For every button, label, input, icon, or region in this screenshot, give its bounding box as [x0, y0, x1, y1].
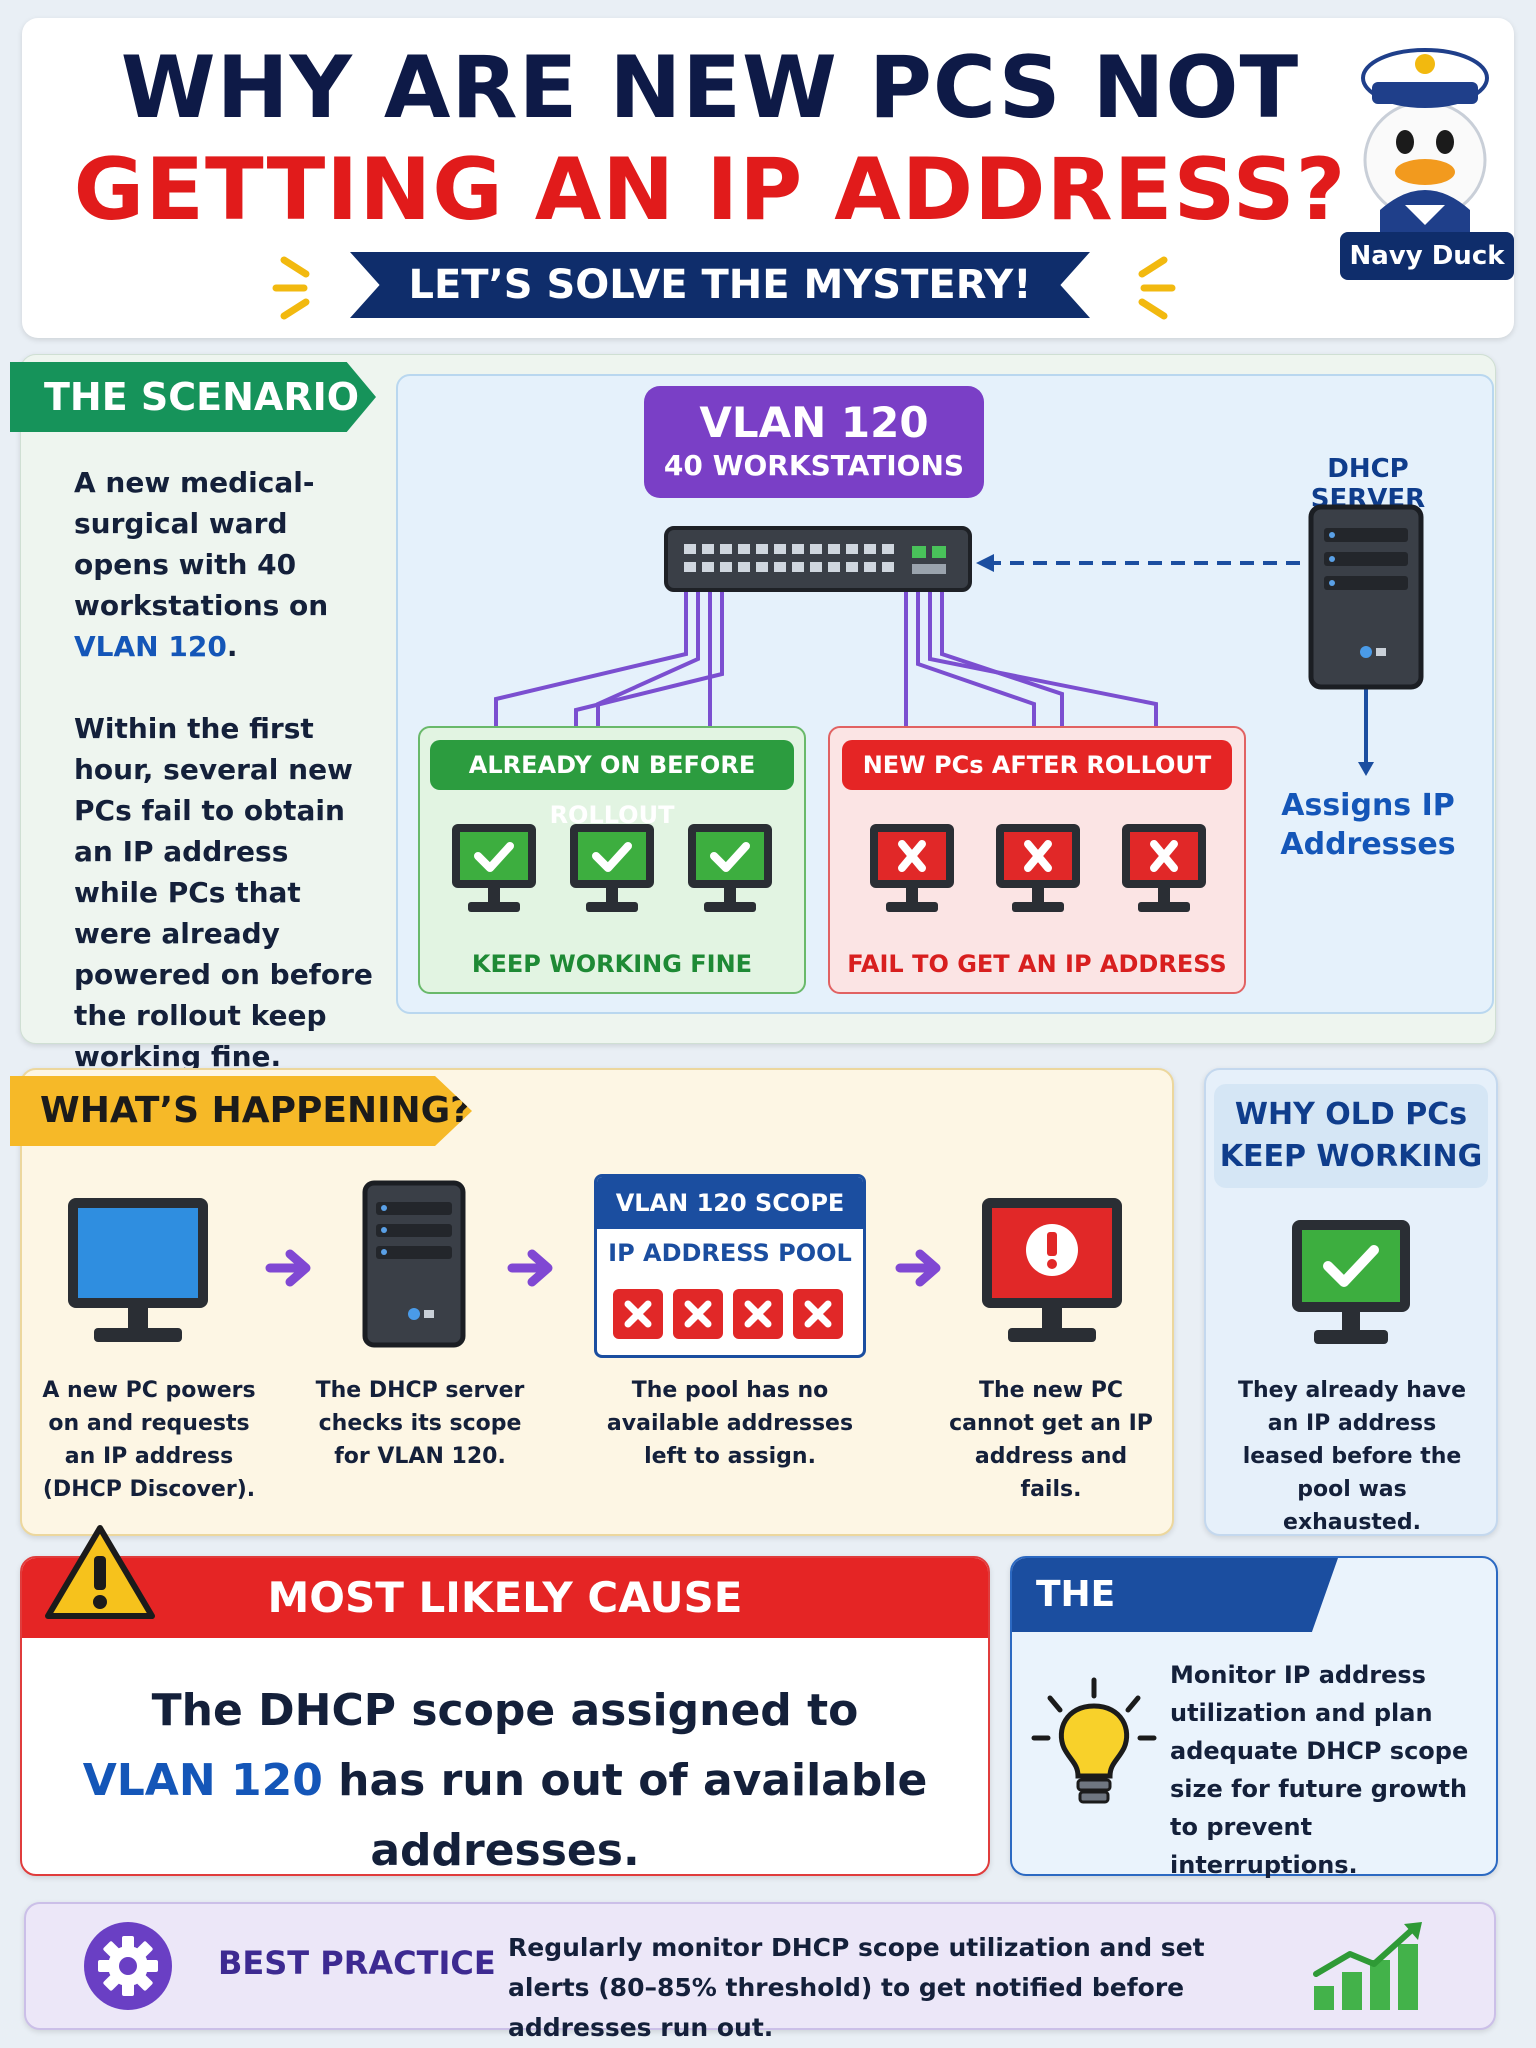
monitor-fail-2-icon [996, 824, 1080, 912]
best-practice-label: BEST PRACTICE [218, 1944, 496, 1982]
cause-line-2-rest: has run out of available addresses. [322, 1755, 928, 1876]
scenario-description: A new medical-surgical ward opens with 4… [74, 462, 374, 1077]
diagram-connections [494, 554, 1374, 776]
cable-bad-4 [940, 584, 1064, 746]
navy-duck-mascot-icon [1361, 48, 1489, 240]
dhcp-server-check-icon [362, 1180, 466, 1348]
best-practice-section [24, 1902, 1496, 2030]
step-3-caption: The pool has no available addresses left… [606, 1378, 854, 1469]
network-switch-icon [664, 526, 972, 592]
best-practice-text: Regularly monitor DHCP scope utilization… [508, 1933, 1205, 2042]
scenario-paragraph-2: Within the first hour, several new PCs f… [74, 712, 373, 1073]
cause-statement: The DHCP scope assigned to VLAN 120 has … [40, 1676, 970, 1886]
arrow-right-1-icon [265, 1249, 311, 1287]
group-bad-caption: FAIL TO GET AN IP ADDRESS [847, 950, 1227, 978]
arrow-right-2-icon [507, 1249, 553, 1287]
monitor-fail-3-icon [1122, 824, 1206, 912]
cable-ok-2 [596, 584, 700, 746]
group-bad-label: NEW PCs AFTER ROLLOUT [842, 740, 1232, 790]
arrow-right-3-icon [895, 1249, 941, 1287]
dhcp-server-icon [1308, 504, 1424, 690]
takeaway-tag: THE TAKEAWAY [1012, 1558, 1338, 1632]
monitor-ok-3-icon [688, 824, 772, 912]
why-old-title: WHY OLD PCs KEEP WORKING [1214, 1084, 1488, 1188]
scenario-vlan-highlight: VLAN 120 [74, 630, 227, 663]
scenario-tag: THE SCENARIO [10, 362, 376, 432]
pc-ok-icon [1292, 1220, 1410, 1344]
sparkle-left-icon [272, 256, 310, 320]
monitor-ok-1-icon [452, 824, 536, 912]
lightbulb-icon [1031, 1677, 1157, 1804]
vlan-title: VLAN 120 [699, 398, 929, 447]
cable-bad-3 [928, 584, 1158, 746]
title-line-1: WHY ARE NEW PCS NOT [120, 38, 1300, 138]
step-1-caption: A new PC powers on and requests an IP ad… [42, 1378, 256, 1502]
cause-vlan-highlight: VLAN 120 [82, 1755, 323, 1806]
arrow-down-icon [1358, 762, 1374, 776]
gear-icon [84, 1922, 172, 2010]
vlan-subtitle: 40 WORKSTATIONS [663, 449, 965, 482]
scenario-text-part1: A new medical-surgical ward opens with 4… [74, 466, 329, 622]
sparkle-right-icon [1138, 256, 1176, 320]
title-line-2: GETTING AN IP ADDRESS? [73, 140, 1347, 240]
pc-requesting-icon [68, 1198, 208, 1342]
monitor-ok-2-icon [570, 824, 654, 912]
happening-tag: WHAT’S HAPPENING? [10, 1076, 472, 1146]
group-ok-caption: KEEP WORKING FINE [471, 950, 753, 978]
vlan-box: VLAN 120 40 WORKSTATIONS [644, 386, 984, 498]
growth-chart-icon [1313, 1922, 1422, 2010]
step-4-caption: The new PC cannot get an IP address and … [949, 1378, 1153, 1502]
warning-icon [45, 1525, 155, 1619]
scenario-text-part2: . [226, 630, 238, 663]
group-ok-label: ALREADY ON BEFORE ROLLOUT [430, 740, 794, 829]
cable-bad-2 [916, 584, 1036, 746]
arrow-head-icon [976, 554, 994, 572]
exhausted-addresses-icon [613, 1289, 843, 1339]
cable-ok-1 [494, 584, 688, 746]
scope-subtitle: IP ADDRESS POOL [608, 1239, 852, 1267]
step-2-caption: The DHCP server checks its scope for VLA… [315, 1378, 525, 1469]
takeaway-text: Monitor IP address utilization and plan … [1170, 1661, 1469, 1879]
vlan-scope-pool: VLAN 120 SCOPE IP ADDRESS POOL [594, 1174, 866, 1358]
mascot-label: Navy Duck [1340, 232, 1514, 280]
subtitle-banner: LET’S SOLVE THE MYSTERY! [350, 252, 1090, 318]
cause-title: MOST LIKELY CAUSE [22, 1558, 988, 1638]
scope-title: VLAN 120 SCOPE [597, 1177, 863, 1229]
why-old-text: They already have an IP address leased b… [1237, 1378, 1467, 1535]
pc-error-icon [982, 1198, 1122, 1342]
monitor-fail-1-icon [870, 824, 954, 912]
cause-line-1: The DHCP scope assigned to [151, 1685, 859, 1736]
assigns-ip-label: Assigns IP Addresses [1280, 788, 1456, 862]
